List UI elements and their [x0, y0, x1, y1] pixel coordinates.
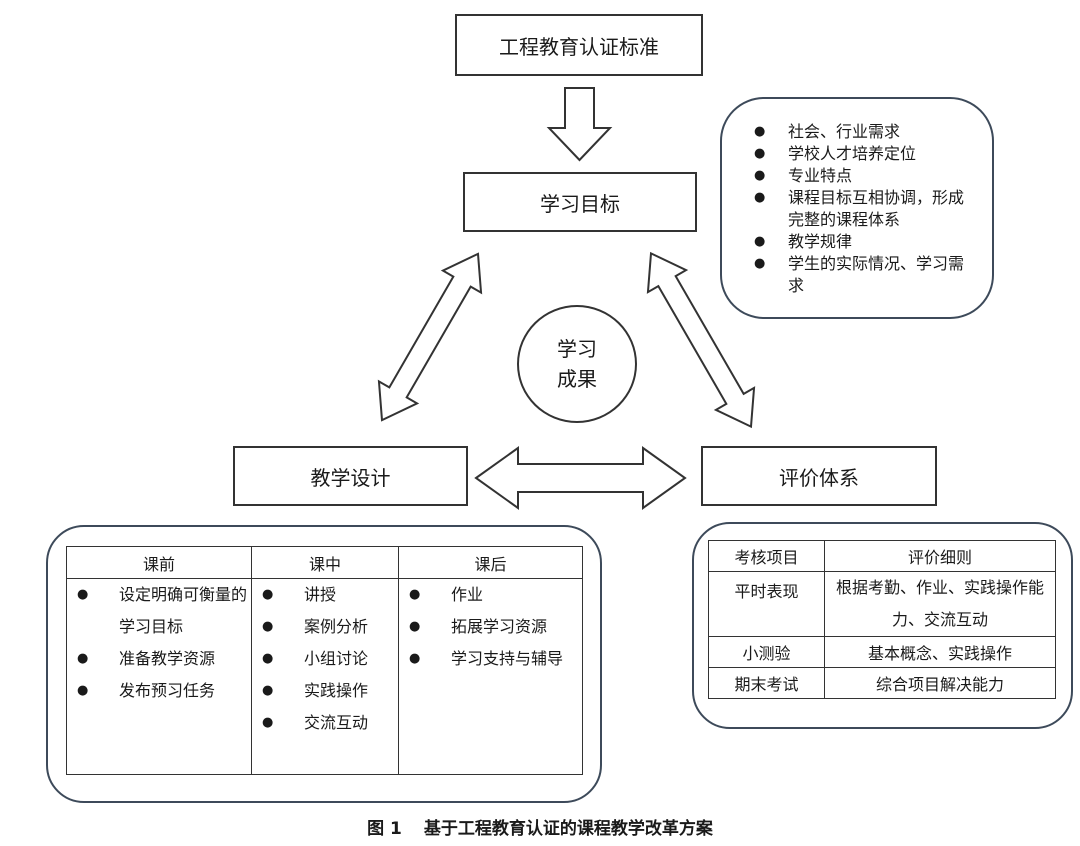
goal-factors-panel: 社会、行业需求 学校人才培养定位 专业特点 课程目标互相协调，形成完整的课程体系… — [720, 97, 994, 319]
goal-factor-item: 课程目标互相协调，形成完整的课程体系 — [748, 187, 968, 231]
outcome-label-line2: 成果 — [557, 367, 597, 391]
evaluation-box: 评价体系 — [701, 446, 937, 506]
eval-row-item: 期末考试 — [708, 667, 825, 699]
plan-item: 交流互动 — [252, 707, 398, 739]
design-box: 教学设计 — [233, 446, 468, 506]
plan-item: 设定明确可衡量的学习目标 — [67, 579, 251, 643]
goal-factors-list: 社会、行业需求 学校人才培养定位 专业特点 课程目标互相协调，形成完整的课程体系… — [748, 121, 968, 297]
eval-row-detail: 基本概念、实践操作 — [824, 636, 1056, 668]
outcome-label-line1: 学习 — [557, 337, 597, 361]
goal-factor-item: 社会、行业需求 — [748, 121, 968, 143]
goal-label: 学习目标 — [540, 191, 620, 216]
goal-design-arrow — [377, 252, 483, 422]
goal-factor-item: 学校人才培养定位 — [748, 143, 968, 165]
eval-row-detail: 综合项目解决能力 — [824, 667, 1056, 699]
plan-during-cell: 讲授 案例分析 小组讨论 实践操作 交流互动 — [251, 578, 399, 775]
plan-item: 发布预习任务 — [67, 675, 251, 707]
evaluation-label: 评价体系 — [779, 465, 859, 490]
goal-factor-item: 学生的实际情况、学习需求 — [748, 253, 968, 297]
plan-header-before: 课前 — [66, 546, 252, 579]
evaluation-table: 考核项目 评价细则 平时表现 根据考勤、作业、实践操作能力、交流互动 小测验 基… — [708, 540, 1056, 699]
eval-header-detail: 评价细则 — [824, 540, 1056, 572]
plan-item: 案例分析 — [252, 611, 398, 643]
eval-row-item: 小测验 — [708, 636, 825, 668]
design-plan-table: 课前 课中 课后 设定明确可衡量的学习目标 准备教学资源 发布预习任务 讲授 案… — [66, 546, 583, 775]
plan-after-cell: 作业 拓展学习资源 学习支持与辅导 — [398, 578, 583, 775]
goal-evaluation-arrow — [646, 251, 756, 429]
down-arrow — [546, 87, 613, 162]
eval-row-detail: 根据考勤、作业、实践操作能力、交流互动 — [824, 571, 1056, 637]
eval-row-item: 平时表现 — [708, 571, 825, 637]
plan-header-after: 课后 — [398, 546, 583, 579]
goal-factor-item: 专业特点 — [748, 165, 968, 187]
eval-header-item: 考核项目 — [708, 540, 825, 572]
plan-item: 学习支持与辅导 — [399, 643, 582, 675]
figure-caption: 图 1 基于工程教育认证的课程教学改革方案 — [0, 814, 1080, 839]
plan-item: 实践操作 — [252, 675, 398, 707]
plan-item: 讲授 — [252, 579, 398, 611]
caption-number: 图 1 — [367, 819, 402, 839]
outcome-circle: 学习 成果 — [517, 305, 637, 423]
plan-item: 作业 — [399, 579, 582, 611]
caption-title: 基于工程教育认证的课程教学改革方案 — [423, 819, 713, 839]
goal-box: 学习目标 — [463, 172, 697, 232]
plan-before-cell: 设定明确可衡量的学习目标 准备教学资源 发布预习任务 — [66, 578, 252, 775]
plan-header-during: 课中 — [251, 546, 399, 579]
goal-factor-item: 教学规律 — [748, 231, 968, 253]
standard-box: 工程教育认证标准 — [455, 14, 703, 76]
plan-item: 准备教学资源 — [67, 643, 251, 675]
standard-label: 工程教育认证标准 — [499, 34, 659, 59]
design-evaluation-arrow — [474, 446, 687, 510]
design-label: 教学设计 — [310, 465, 391, 490]
plan-item: 小组讨论 — [252, 643, 398, 675]
plan-item: 拓展学习资源 — [399, 611, 582, 643]
